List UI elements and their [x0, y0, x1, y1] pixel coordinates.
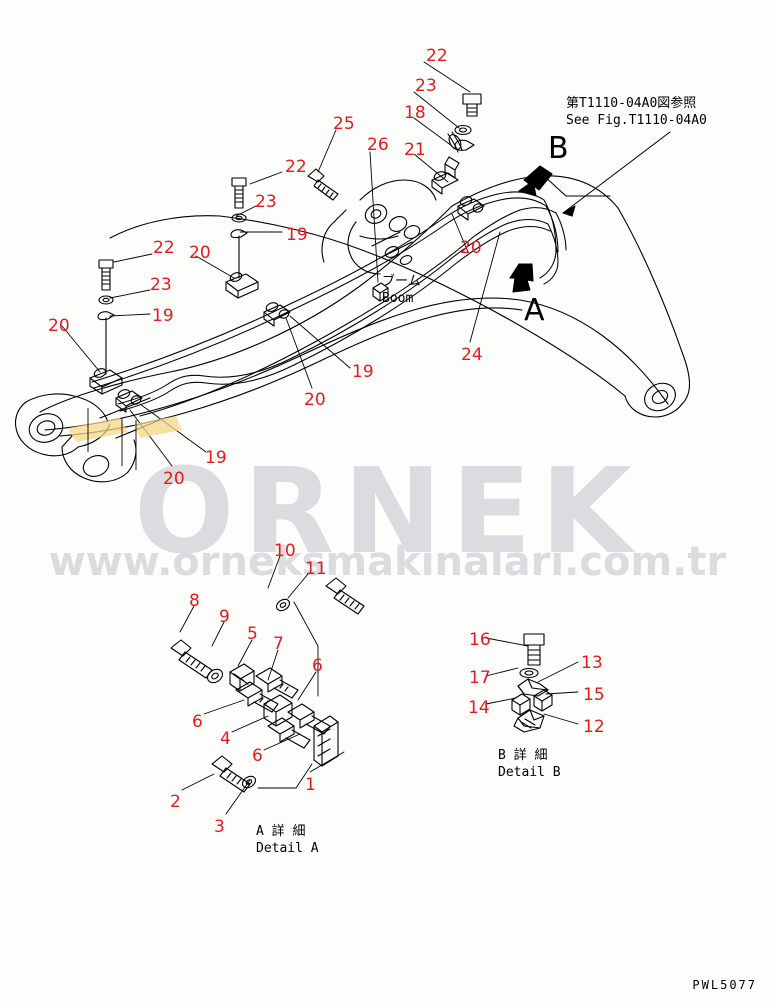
detail-b-caption-en: Detail B: [498, 765, 561, 780]
section-arrow-b: [518, 165, 553, 197]
fastener-stack-top-right: [454, 93, 482, 151]
callout-number-3: 3: [214, 817, 225, 837]
callout-number-6: 6: [252, 746, 263, 766]
callout-number-24: 24: [461, 345, 483, 365]
callout-number-6: 6: [192, 712, 203, 732]
callout-number-6: 6: [312, 656, 323, 676]
reference-leader-2: [542, 174, 611, 197]
watermark-url: www.orneksmakinalari.com.tr: [48, 539, 727, 585]
drawing-number: PWL5077: [692, 978, 757, 992]
callout-number-9: 9: [219, 607, 230, 627]
section-arrow-a: [509, 263, 534, 293]
callout-number-2: 2: [170, 792, 181, 812]
boom-label-jp: ブーム: [382, 274, 421, 289]
callout-number-20: 20: [163, 469, 185, 489]
callout-number-23: 23: [255, 192, 277, 212]
callout-number-5: 5: [247, 624, 258, 644]
foot-detail-lines: [87, 408, 137, 470]
pipe-clamp-assembly: [89, 171, 485, 413]
callout-number-22: 22: [285, 157, 307, 177]
callout-number-12: 12: [583, 717, 605, 737]
callout-number-19: 19: [205, 448, 227, 468]
callout-number-17: 17: [469, 668, 491, 688]
callout-number-21: 21: [404, 140, 426, 160]
callout-number-19: 19: [286, 225, 308, 245]
callout-number-19: 19: [352, 362, 374, 382]
watermark-brand: ORNEK: [134, 442, 641, 580]
section-marker-a: A: [524, 293, 545, 328]
callout-leaders: [61, 61, 579, 815]
reference-leader: [562, 131, 671, 217]
callout-number-22: 22: [426, 46, 448, 66]
callout-number-10: 10: [274, 541, 296, 561]
callout-number-19: 19: [152, 306, 174, 326]
callout-number-11: 11: [305, 559, 327, 579]
callout-number-7: 7: [273, 634, 284, 654]
detail-b-parts: [511, 633, 553, 733]
callout-number-25: 25: [333, 114, 355, 134]
boom-structure: [14, 175, 691, 483]
callout-number-22: 22: [153, 238, 175, 258]
boom-label-en: Boom: [382, 291, 414, 306]
detail-a-caption-jp: A 詳 細: [256, 824, 306, 839]
callout-number-16: 16: [469, 630, 491, 650]
clamp-26: [372, 282, 389, 302]
callout-number-20: 20: [48, 316, 70, 336]
fastener-stack-middle: [230, 177, 248, 279]
fastener-25: [307, 168, 339, 201]
callout-number-15: 15: [583, 685, 605, 705]
section-marker-b: B: [548, 131, 569, 166]
callout-number-18: 18: [404, 103, 426, 123]
detail-b-caption-jp: B 詳 細: [498, 748, 548, 763]
boom-head-detail: [321, 179, 437, 275]
callout-number-20: 20: [304, 390, 326, 410]
highlight-marks: [68, 416, 182, 442]
callout-number-20: 20: [189, 243, 211, 263]
fastener-stack-left: [97, 259, 115, 375]
detail-a-caption-en: Detail A: [256, 841, 319, 856]
hydraulic-piping: [91, 191, 567, 417]
callout-number-8: 8: [189, 591, 200, 611]
callout-number-1: 1: [305, 775, 316, 795]
callout-number-4: 4: [220, 729, 231, 749]
callout-number-26: 26: [367, 135, 389, 155]
callout-number-23: 23: [150, 275, 172, 295]
callout-number-23: 23: [415, 76, 437, 96]
reference-note-en: See Fig.T1110-04A0: [566, 113, 707, 128]
detail-a-parts: [170, 577, 365, 793]
callout-number-14: 14: [468, 698, 490, 718]
callout-number-13: 13: [581, 653, 603, 673]
reference-note-jp: 第T1110-04A0図参照: [566, 96, 697, 111]
boom-head-hardware: [444, 131, 463, 179]
callout-number-20: 20: [460, 238, 482, 258]
